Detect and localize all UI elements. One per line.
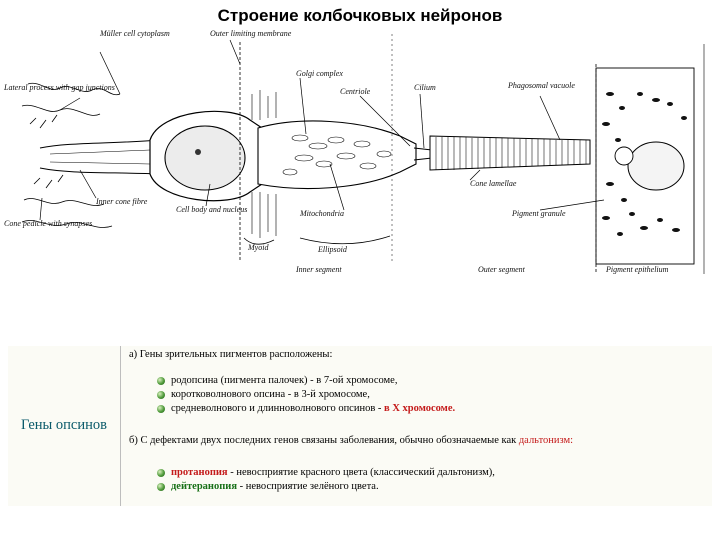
label-golgi-complex: Golgi complex [296, 69, 343, 78]
section-b-text: б) С дефектами двух последних генов связ… [129, 435, 517, 446]
label-mitochondria: Mitochondria [299, 209, 344, 218]
label-muller-cell: Müller cell cytoplasm [99, 29, 170, 38]
pigment-epithelium [595, 44, 705, 274]
green-bullet-icon [157, 469, 165, 477]
label-cone-lamellae: Cone lamellae [470, 179, 517, 188]
label-pigment-granule: Pigment granule [511, 209, 566, 218]
list-item: протанопия - невосприятие красного цвета… [157, 466, 495, 480]
label-inner-segment: Inner segment [295, 265, 342, 274]
protanopia-term: протанопия [171, 466, 228, 478]
daltonism-term: дальтонизм: [518, 435, 574, 446]
green-bullet-icon [157, 377, 165, 385]
label-outer-segment: Outer segment [478, 265, 526, 274]
mitochondria-cluster [282, 134, 392, 176]
inner-cone-fibre [39, 139, 161, 175]
list-item: родопсина (пигмента палочек) - в 7-ой хр… [157, 374, 455, 388]
genes-title: Гены опсинов [21, 417, 107, 434]
muller-cell-region [21, 82, 121, 228]
epithelium-nucleus [627, 141, 685, 191]
section-b-intro: б) С дефектами двух последних генов связ… [129, 434, 573, 448]
label-inner-cone-fibre: Inner cone fibre [95, 197, 148, 206]
label-lateral-process: Lateral process with gap junctions [3, 83, 115, 92]
nucleus [164, 125, 246, 191]
label-ellipsoid: Ellipsoid [317, 245, 348, 254]
genes-header-cell: Гены опсинов [8, 346, 121, 506]
green-bullet-icon [157, 391, 165, 399]
list-item-text: коротковолнового опсина - в 3-й хромосом… [171, 388, 370, 400]
list-item-text: - невосприятие красного цвета (классичес… [230, 466, 495, 478]
list-item-text: - невосприятие зелёного цвета. [239, 480, 379, 492]
cone-neuron-diagram: Müller cell cytoplasm Outer limiting mem… [0, 24, 720, 310]
label-cilium: Cilium [414, 83, 436, 92]
list-item-text: средневолнового и длинноволнового опсино… [171, 402, 382, 414]
green-bullet-icon [157, 483, 165, 491]
label-cone-pedicle: Cone pedicle with synapses [4, 219, 92, 228]
label-pigment-epithelium: Pigment epithelium [605, 265, 669, 274]
list-item: коротковолнового опсина - в 3-й хромосом… [157, 388, 455, 402]
phagosomal-vacuole [614, 146, 634, 166]
label-centriole: Centriole [340, 87, 371, 96]
genes-content-cell: а) Гены зрительных пигментов расположены… [121, 346, 712, 506]
deuteranopia-term: дейтеранопия [171, 480, 238, 492]
cell-body [149, 110, 263, 202]
label-phagosomal-vacuole: Phagosomal vacuole [507, 81, 575, 90]
list-item: дейтеранопия - невосприятие зелёного цве… [157, 480, 495, 494]
section-a-intro: а) Гены зрительных пигментов расположены… [129, 349, 333, 360]
cilium [413, 147, 433, 161]
page-title: Строение колбочковых нейронов [217, 6, 503, 25]
label-cell-body: Cell body and nucleus [176, 205, 247, 214]
green-bullet-icon [157, 405, 165, 413]
microvilli [251, 90, 277, 238]
label-outer-limiting-membrane: Outer limiting membrane [210, 29, 292, 38]
label-myoid: Myoid [247, 243, 269, 252]
opsin-genes-table: Гены опсинов а) Гены зрительных пигменто… [8, 346, 712, 506]
list-item-text: родопсина (пигмента палочек) - в 7-ой хр… [171, 374, 398, 386]
section-b-list: протанопия - невосприятие красного цвета… [157, 466, 495, 494]
outer-segment [429, 135, 591, 171]
list-item: средневолнового и длинноволнового опсино… [157, 402, 455, 416]
section-a-list: родопсина (пигмента палочек) - в 7-ой хр… [157, 374, 455, 416]
x-chromosome-accent: в X хромосоме. [384, 402, 456, 414]
inner-segment [243, 90, 417, 245]
